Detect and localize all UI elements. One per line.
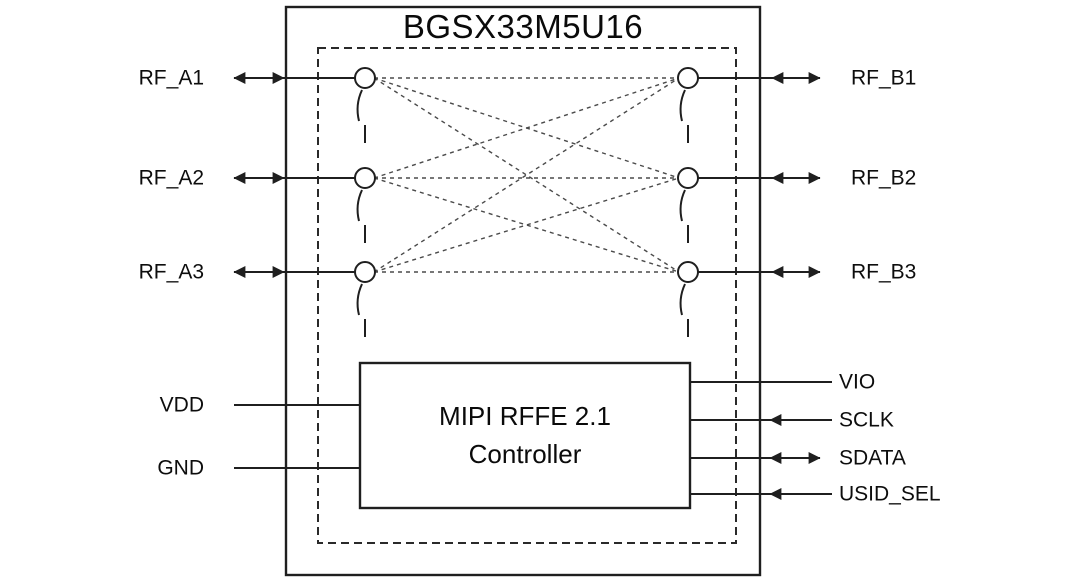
switch-icon [354, 67, 376, 143]
port-label-rf-b2: RF_B2 [851, 166, 917, 190]
port-label-rf-b3: RF_B3 [851, 260, 917, 284]
switch-matrix-boundary [317, 47, 737, 544]
controller-box [358, 361, 692, 510]
controller-label-line1: MIPI RFFE 2.1 [439, 400, 611, 431]
pin-label-gnd: GND [157, 456, 204, 480]
pin-label-sclk: SCLK [839, 408, 894, 432]
switch-icon [677, 261, 699, 337]
crosspoint-dashed-lines [373, 77, 680, 273]
switch-icon [354, 167, 376, 243]
switch-icon [677, 67, 699, 143]
pin-label-sdata: SDATA [839, 446, 906, 470]
chip-title: BGSX33M5U16 [402, 8, 644, 45]
switch-icon [677, 167, 699, 243]
port-label-rf-b1: RF_B1 [851, 66, 917, 90]
pin-label-vio: VIO [839, 370, 876, 394]
port-label-rf-a3: RF_A3 [138, 260, 204, 284]
controller-label: MIPI RFFE 2.1 Controller [360, 363, 690, 508]
pin-label-vdd: VDD [159, 393, 204, 417]
chip-outline [284, 5, 762, 577]
port-label-rf-a1: RF_A1 [138, 66, 204, 90]
pin-label-usid-sel: USID_SEL [839, 482, 941, 506]
controller-label-line2: Controller [468, 438, 582, 469]
switch-icon [354, 261, 376, 337]
port-label-rf-a2: RF_A2 [138, 166, 204, 190]
